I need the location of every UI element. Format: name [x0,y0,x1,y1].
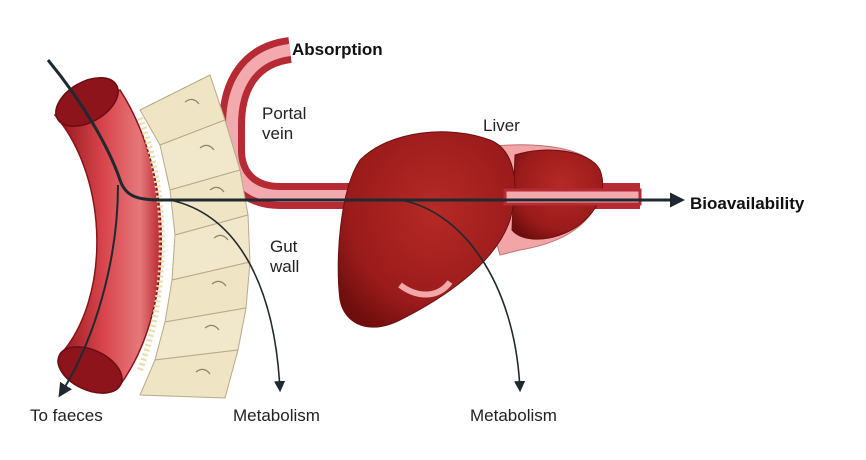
liver-organ [337,131,604,328]
intestine-tube [53,76,165,394]
gut-wall-label: Gut wall [270,237,300,276]
portal-vein-liver-segment [503,188,642,206]
metabolism-liver-label: Metabolism [470,406,557,425]
bioavailability-label: Bioavailability [690,194,805,213]
metabolism-gut-label: Metabolism [233,406,320,425]
liver-label: Liver [483,116,520,135]
to-faeces-label: To faeces [30,406,103,425]
liver-metabolism-arrow [399,199,526,393]
portal-vein-label: Portal vein [262,104,307,143]
gut-metabolism-arrow [169,199,286,393]
to-faeces-arrow [58,184,119,398]
gut-wall-villi [139,74,251,399]
flow-arrows [46,59,685,398]
portal-vein [219,37,640,209]
absorption-label: Absorption [292,40,383,59]
drug-path-arrow [46,59,685,208]
